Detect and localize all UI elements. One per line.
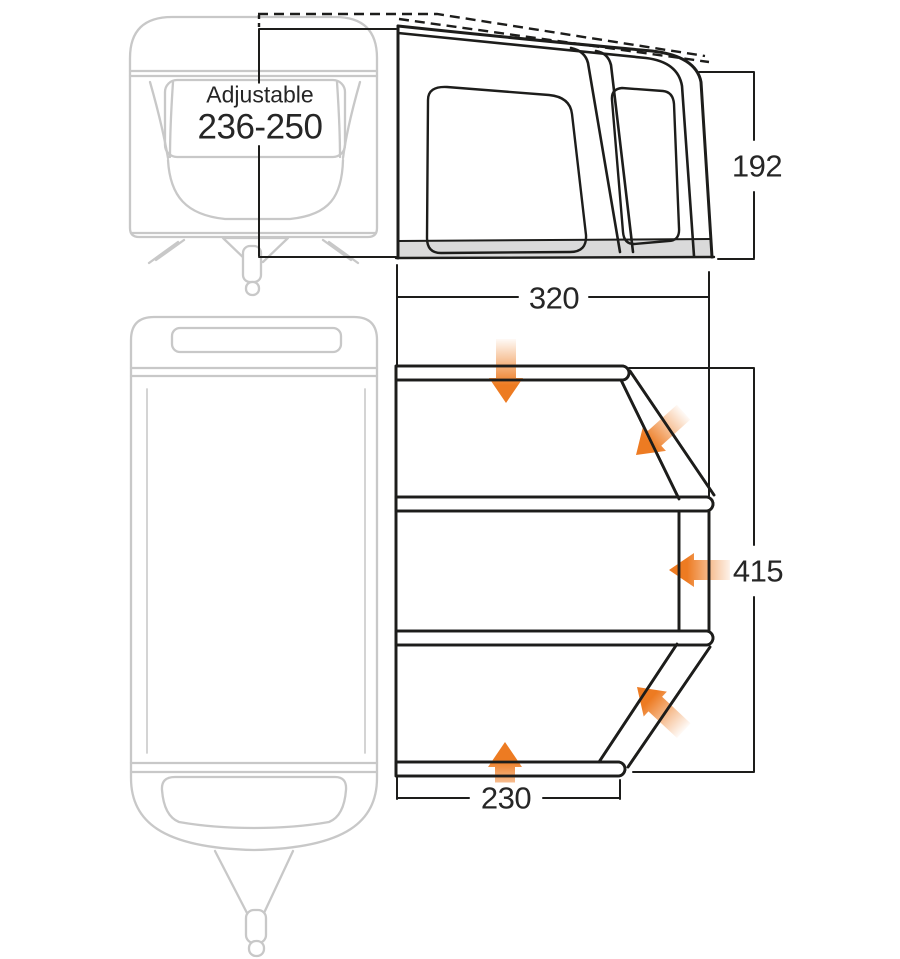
awning-depth-dimension: 320 bbox=[525, 282, 583, 314]
side-view-right-window bbox=[610, 86, 681, 246]
dimension-lines bbox=[258, 28, 755, 800]
caravan-height-label: Adjustable 236-250 bbox=[193, 81, 327, 147]
roof-projection-dashed-lines bbox=[257, 12, 710, 64]
plan-overlay-strokes bbox=[394, 364, 716, 778]
awning-front-width-dimension: 230 bbox=[477, 782, 535, 814]
awning-length-dimension: 415 bbox=[729, 555, 787, 587]
awning-floor-plan bbox=[394, 339, 733, 806]
side-view-left-window bbox=[425, 85, 588, 255]
adjustable-text: Adjustable bbox=[206, 81, 314, 108]
awning-side-view bbox=[394, 24, 716, 260]
caravan-height-range: 236-250 bbox=[197, 107, 323, 147]
caravan-front-view bbox=[128, 15, 379, 297]
door-arrows bbox=[488, 339, 733, 806]
awning-height-dimension: 192 bbox=[728, 150, 786, 182]
caravan-top-view bbox=[129, 315, 379, 958]
